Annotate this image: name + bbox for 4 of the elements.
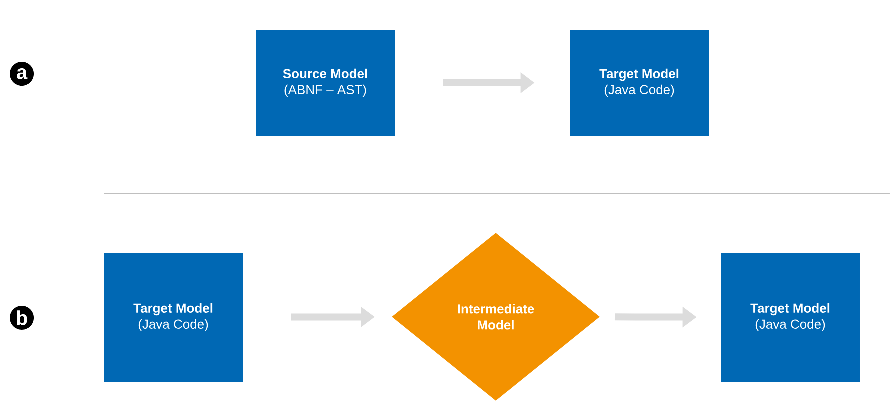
process-box: Source Model (ABNF – AST): [256, 30, 395, 136]
process-box: Target Model (Java Code): [721, 253, 860, 382]
process-box: Target Model (Java Code): [104, 253, 243, 382]
process-box: Target Model (Java Code): [570, 30, 709, 136]
